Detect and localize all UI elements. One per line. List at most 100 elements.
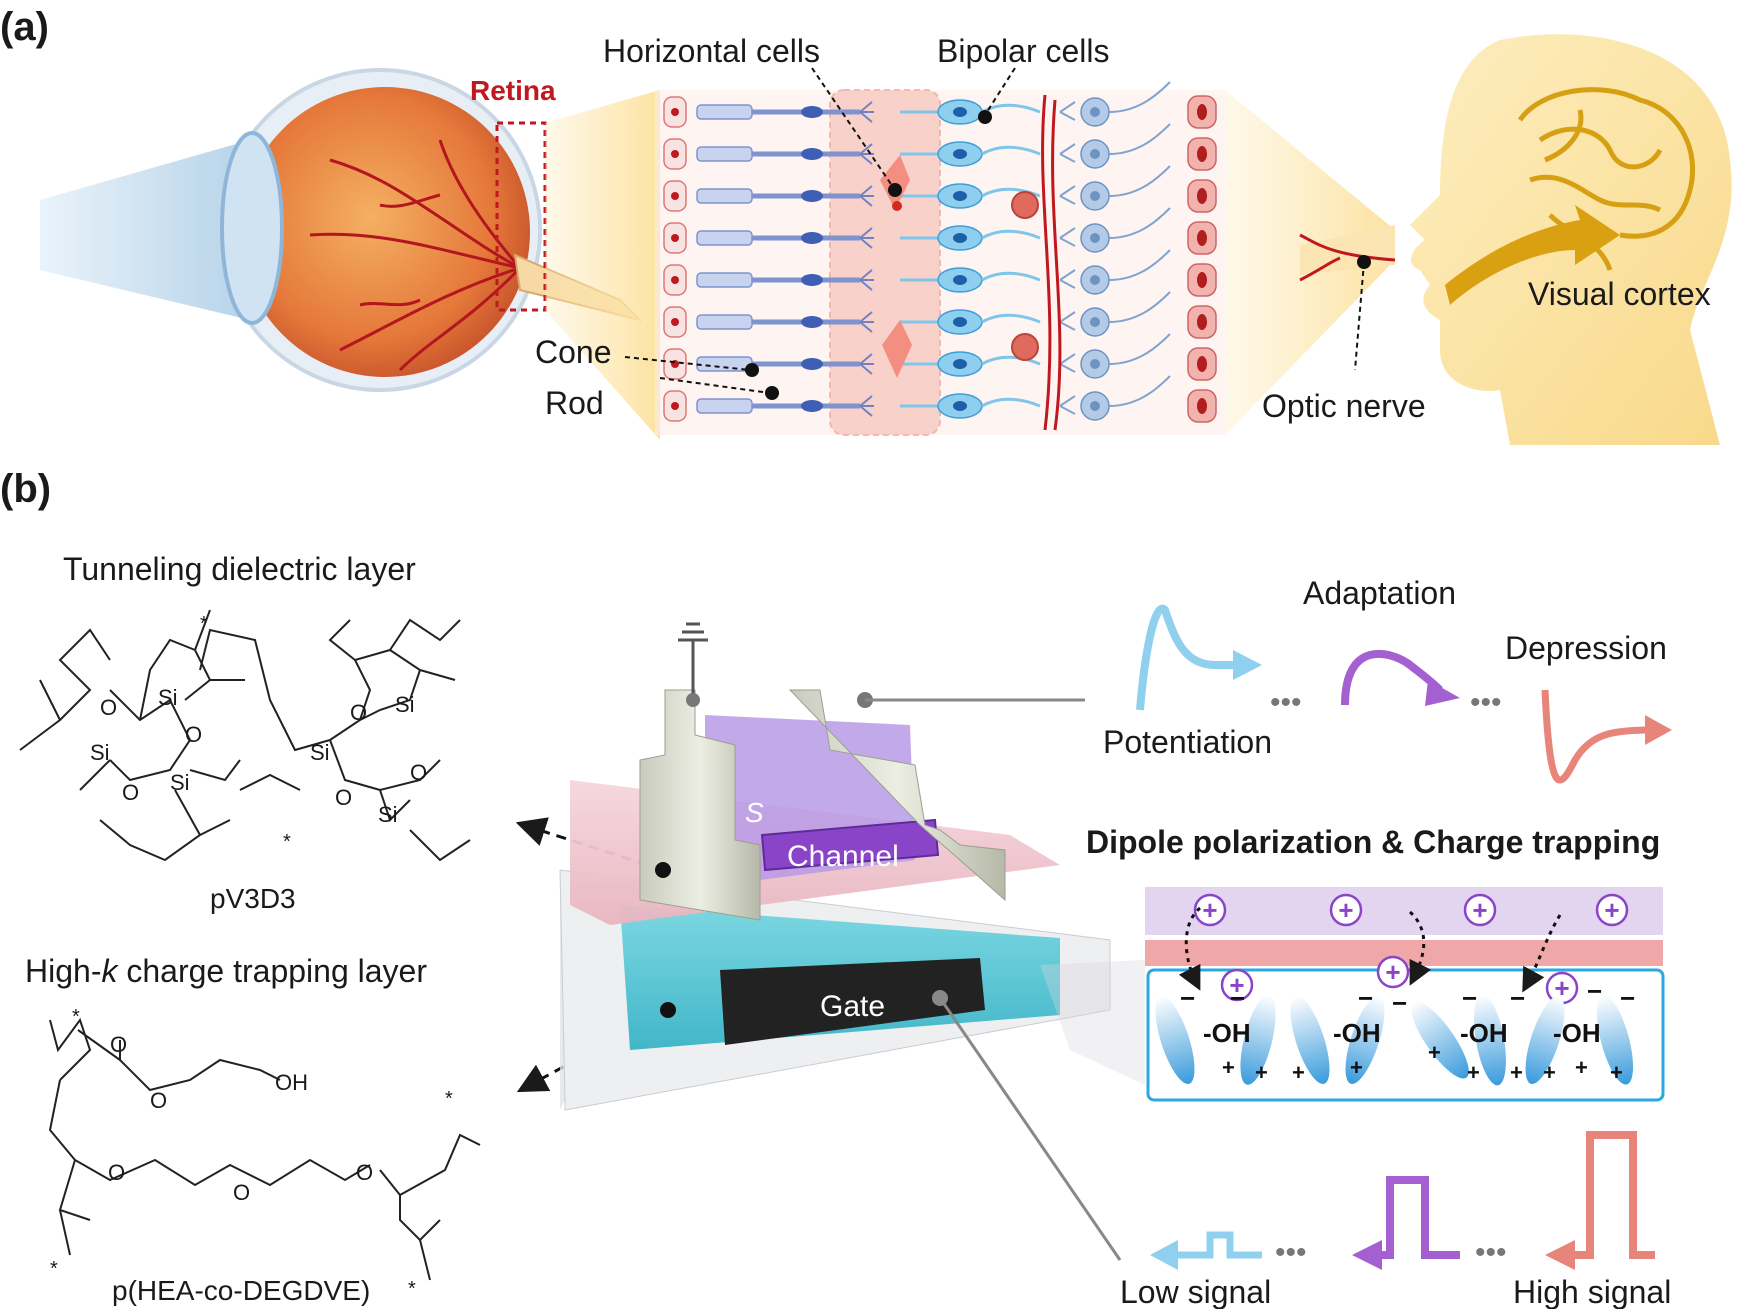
- channel-label: Channel: [787, 840, 899, 873]
- leader-dot: [765, 386, 779, 400]
- svg-text:−: −: [1510, 983, 1525, 1013]
- pv3d3-atoms: O Si O Si O Si Si O Si O O Si * *: [90, 613, 427, 853]
- epithelium-nucleus: [671, 108, 679, 116]
- cone-outer-segment: [696, 146, 753, 162]
- pv3d3-name: pV3D3: [210, 883, 296, 914]
- plasticity-curves: [1136, 604, 1672, 784]
- lens: [220, 131, 284, 325]
- mechanism-diagram: +++++++ -OH-OH-OH-OH−−−−−−−−++++++++++: [1145, 887, 1665, 1102]
- rod-outer-segment: [696, 104, 753, 120]
- svg-text:+: +: [1604, 895, 1619, 925]
- tunneling-layer-title: Tunneling dielectric layer: [63, 551, 416, 587]
- ganglion-axons: [1041, 94, 1062, 431]
- svg-text:+: +: [1510, 1060, 1523, 1085]
- photoreceptor-nucleus: [801, 148, 823, 160]
- panel-b-tag: (b): [0, 467, 51, 511]
- dipole: [1474, 994, 1506, 1086]
- horizontal-cell-nucleus: [892, 201, 902, 211]
- svg-text:−: −: [1462, 983, 1477, 1013]
- svg-text:*: *: [408, 1278, 416, 1300]
- signal-ellipsis: •••: [1275, 1236, 1307, 1269]
- svg-text:O: O: [356, 1160, 373, 1185]
- svg-text:−: −: [1392, 988, 1407, 1018]
- svg-text:+: +: [1202, 895, 1217, 925]
- positive-charge: [1329, 893, 1363, 927]
- adaptation-curve: [1341, 649, 1443, 706]
- positive-charge: [1376, 955, 1410, 989]
- hydroxyl-label: -OH: [1333, 1018, 1381, 1048]
- high-signal-label: High signal: [1513, 1274, 1671, 1309]
- horizontal-cell-body: [882, 320, 912, 378]
- svg-text:−: −: [1358, 983, 1373, 1013]
- gate-label: Gate: [820, 990, 885, 1023]
- optic-nerve-label: Optic nerve: [1262, 388, 1426, 424]
- low-signal-label: Low signal: [1120, 1274, 1271, 1309]
- svg-text:*: *: [283, 831, 291, 853]
- dipole: [1596, 995, 1634, 1085]
- svg-text:Si: Si: [158, 685, 178, 710]
- head-illustration: [1410, 34, 1732, 446]
- mechanism-title: Dipole polarization & Charge trapping: [1086, 824, 1660, 860]
- dipole: [1345, 996, 1385, 1084]
- source-electrode: [639, 689, 761, 921]
- svg-text:O: O: [122, 780, 139, 805]
- svg-text:+: +: [1255, 1060, 1268, 1085]
- epithelium-nucleus: [671, 234, 679, 242]
- photoreceptor-nucleus: [801, 190, 823, 202]
- photoreceptor-nucleus: [801, 316, 823, 328]
- retina-label: Retina: [470, 75, 556, 106]
- svg-text:Si: Si: [170, 770, 190, 795]
- horizontal-cell-region: [829, 89, 941, 436]
- potentiation-curve: [1136, 604, 1240, 711]
- amacrine-cell: [1011, 191, 1039, 219]
- rod-label: Rod: [545, 385, 604, 421]
- svg-text:−: −: [1180, 983, 1195, 1013]
- svg-text:−: −: [1620, 983, 1635, 1013]
- svg-text:O: O: [185, 722, 202, 747]
- hydroxyl-label: -OH: [1460, 1018, 1508, 1048]
- dipole: [1411, 1001, 1469, 1079]
- svg-text:Si: Si: [378, 802, 398, 827]
- retina-leader-lines: [624, 67, 1016, 394]
- depression-curve: [1541, 689, 1651, 784]
- leader-dot: [978, 110, 992, 124]
- svg-text:+: +: [1428, 1040, 1441, 1065]
- svg-text:OH: OH: [275, 1070, 308, 1095]
- ground-symbol: [678, 622, 708, 700]
- svg-text:O: O: [150, 1088, 167, 1113]
- svg-text:−: −: [1230, 983, 1245, 1013]
- photoreceptor-nucleus: [801, 358, 823, 370]
- light-beam: [40, 140, 250, 320]
- leader-dot: [888, 183, 902, 197]
- svg-text:+: +: [1472, 895, 1487, 925]
- panel-a-tag: (a): [0, 5, 49, 49]
- rod-outer-segment: [696, 272, 753, 288]
- drain-label: D: [928, 781, 948, 812]
- epithelium-nucleus: [671, 150, 679, 158]
- phea-structure: [48, 1017, 481, 1281]
- gate-electrode: [720, 958, 985, 1045]
- optic-nerve-illustration: [1299, 225, 1396, 371]
- cone-outer-segment: [696, 398, 753, 414]
- channel-region: [760, 818, 940, 872]
- visual-cortex-label: Visual cortex: [1528, 276, 1711, 312]
- epithelium-nucleus: [671, 192, 679, 200]
- eye-illustration: Retina: [40, 68, 644, 392]
- eyeball-inner: [240, 87, 530, 377]
- positive-charge: [1595, 893, 1629, 927]
- photoreceptor-nucleus: [801, 106, 823, 118]
- hydroxyl-label: -OH: [1203, 1018, 1251, 1048]
- source-label: S: [745, 797, 764, 828]
- svg-text:*: *: [72, 1006, 80, 1028]
- svg-text:+: +: [1554, 973, 1569, 1003]
- svg-text:+: +: [1385, 957, 1400, 987]
- signal-arrow-to-cortex: [1445, 205, 1620, 305]
- svg-text:*: *: [200, 613, 208, 635]
- zoom-wedge: [1040, 960, 1145, 1085]
- svg-text:O: O: [100, 695, 117, 720]
- low-signal-pulse: [1170, 1231, 1262, 1259]
- retina-box: [495, 121, 547, 312]
- photoreceptor-nucleus: [801, 400, 823, 412]
- leader-dot: [745, 363, 759, 377]
